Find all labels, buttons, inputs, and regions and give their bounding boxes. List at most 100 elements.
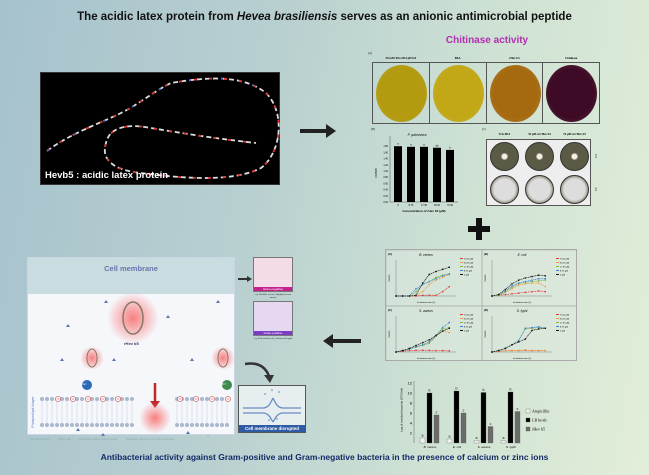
ion-salt-icon xyxy=(101,433,105,436)
gram-positive-label: Gram-positive xyxy=(254,331,292,335)
panel-title: B. cereus xyxy=(419,253,433,257)
lipid-head xyxy=(185,423,189,427)
agar-plate xyxy=(432,65,484,122)
data-point xyxy=(415,290,417,293)
bar-letter: c xyxy=(490,422,492,426)
data-point xyxy=(441,276,444,278)
data-point xyxy=(435,294,437,296)
data-point xyxy=(504,291,507,294)
data-point xyxy=(491,351,493,353)
legend-label: 70.00 μM xyxy=(464,258,473,260)
data-point xyxy=(517,282,520,284)
data-point xyxy=(441,349,444,352)
lipid-head xyxy=(215,423,219,427)
ion-salt-icon xyxy=(207,435,209,436)
bottom-caption: Antibacterial activity against Gram-posi… xyxy=(100,452,549,462)
series-line xyxy=(395,330,450,353)
legend-label: 8.75 μM xyxy=(560,270,568,272)
lipid-head xyxy=(110,397,114,401)
lipid-head xyxy=(40,397,44,401)
data-point xyxy=(395,295,397,297)
ion-salt-icon xyxy=(186,431,190,434)
y-tick-label: 1.80 xyxy=(383,145,388,148)
x-tick-label: 0 xyxy=(397,204,399,207)
data-point xyxy=(448,350,451,352)
data-point xyxy=(415,349,417,351)
series-line xyxy=(491,278,546,297)
legend-label: 8.75 μM xyxy=(464,270,472,272)
bar xyxy=(487,426,494,444)
plate-cell: BSA xyxy=(428,56,486,123)
data-point xyxy=(511,286,513,289)
curved-arrow-icon xyxy=(245,362,274,383)
y-axis-label: OD600 xyxy=(485,330,487,338)
panel-title: E. coli xyxy=(518,253,527,257)
lipid-head xyxy=(95,397,99,401)
legend-swatch xyxy=(460,262,463,263)
panel-label: (B) xyxy=(484,252,488,256)
data-point xyxy=(435,334,437,337)
protein-ribbon xyxy=(46,77,280,179)
data-point xyxy=(491,295,493,297)
data-point xyxy=(531,329,533,332)
legend-swatch xyxy=(460,314,463,315)
lipid-head xyxy=(175,423,179,427)
legend-swatch xyxy=(525,408,531,414)
lipid-head xyxy=(205,397,209,401)
agar-plate xyxy=(489,65,541,122)
bar xyxy=(500,440,507,444)
legend-swatch xyxy=(556,270,559,271)
data-point xyxy=(421,341,424,344)
disrupted-membrane-illustration xyxy=(243,389,301,423)
data-point xyxy=(448,321,451,324)
data-point xyxy=(415,344,417,347)
series-line xyxy=(395,327,450,353)
data-point xyxy=(537,280,540,282)
legend-label: 70.00 μM xyxy=(560,258,569,260)
data-point xyxy=(504,293,507,296)
lipid-head xyxy=(200,423,204,427)
data-point xyxy=(421,349,424,351)
data-point xyxy=(428,341,431,343)
ion-salt-icon xyxy=(60,358,64,361)
data-point xyxy=(441,328,444,330)
data-point xyxy=(504,288,507,291)
y-tick-label: 1.00 xyxy=(383,170,388,173)
lipid-head xyxy=(90,397,94,401)
bar-letter: ab xyxy=(436,143,439,147)
lipid-head xyxy=(125,423,129,427)
data-point xyxy=(511,293,513,295)
y-tick-label: 0.40 xyxy=(383,189,388,192)
x-axis-label: Incubation time (h) xyxy=(417,301,435,304)
y-axis-label: OD600 xyxy=(389,274,391,282)
data-point xyxy=(428,273,431,276)
data-point xyxy=(448,272,451,275)
data-point xyxy=(428,294,431,296)
x-tick-label: S. aureus xyxy=(478,445,491,449)
x-tick-label: 70.00 xyxy=(447,204,454,207)
y-axis-label: OD600 xyxy=(485,274,487,282)
data-point xyxy=(537,282,540,284)
legend-swatch xyxy=(556,318,559,319)
plate-label: 50 mM Tris-HCl pH 8.0 xyxy=(385,56,417,60)
series-line xyxy=(491,326,546,353)
lipid-head xyxy=(75,397,79,401)
data-point xyxy=(524,281,527,284)
panel-b-label: (B) xyxy=(371,127,375,131)
data-point xyxy=(517,292,520,294)
data-point xyxy=(504,347,507,350)
series-line xyxy=(491,327,546,353)
legend-swatch xyxy=(525,417,531,423)
lipid-head xyxy=(65,397,69,401)
data-point xyxy=(537,274,540,276)
bar xyxy=(407,146,415,202)
data-point xyxy=(531,349,533,352)
legend-label: 8.75 μM xyxy=(464,326,472,328)
lipid-head xyxy=(195,423,199,427)
legend-swatch xyxy=(525,426,531,432)
legend-label: 8.75 μM xyxy=(560,326,568,328)
y-tick-label: 2 xyxy=(410,431,413,436)
